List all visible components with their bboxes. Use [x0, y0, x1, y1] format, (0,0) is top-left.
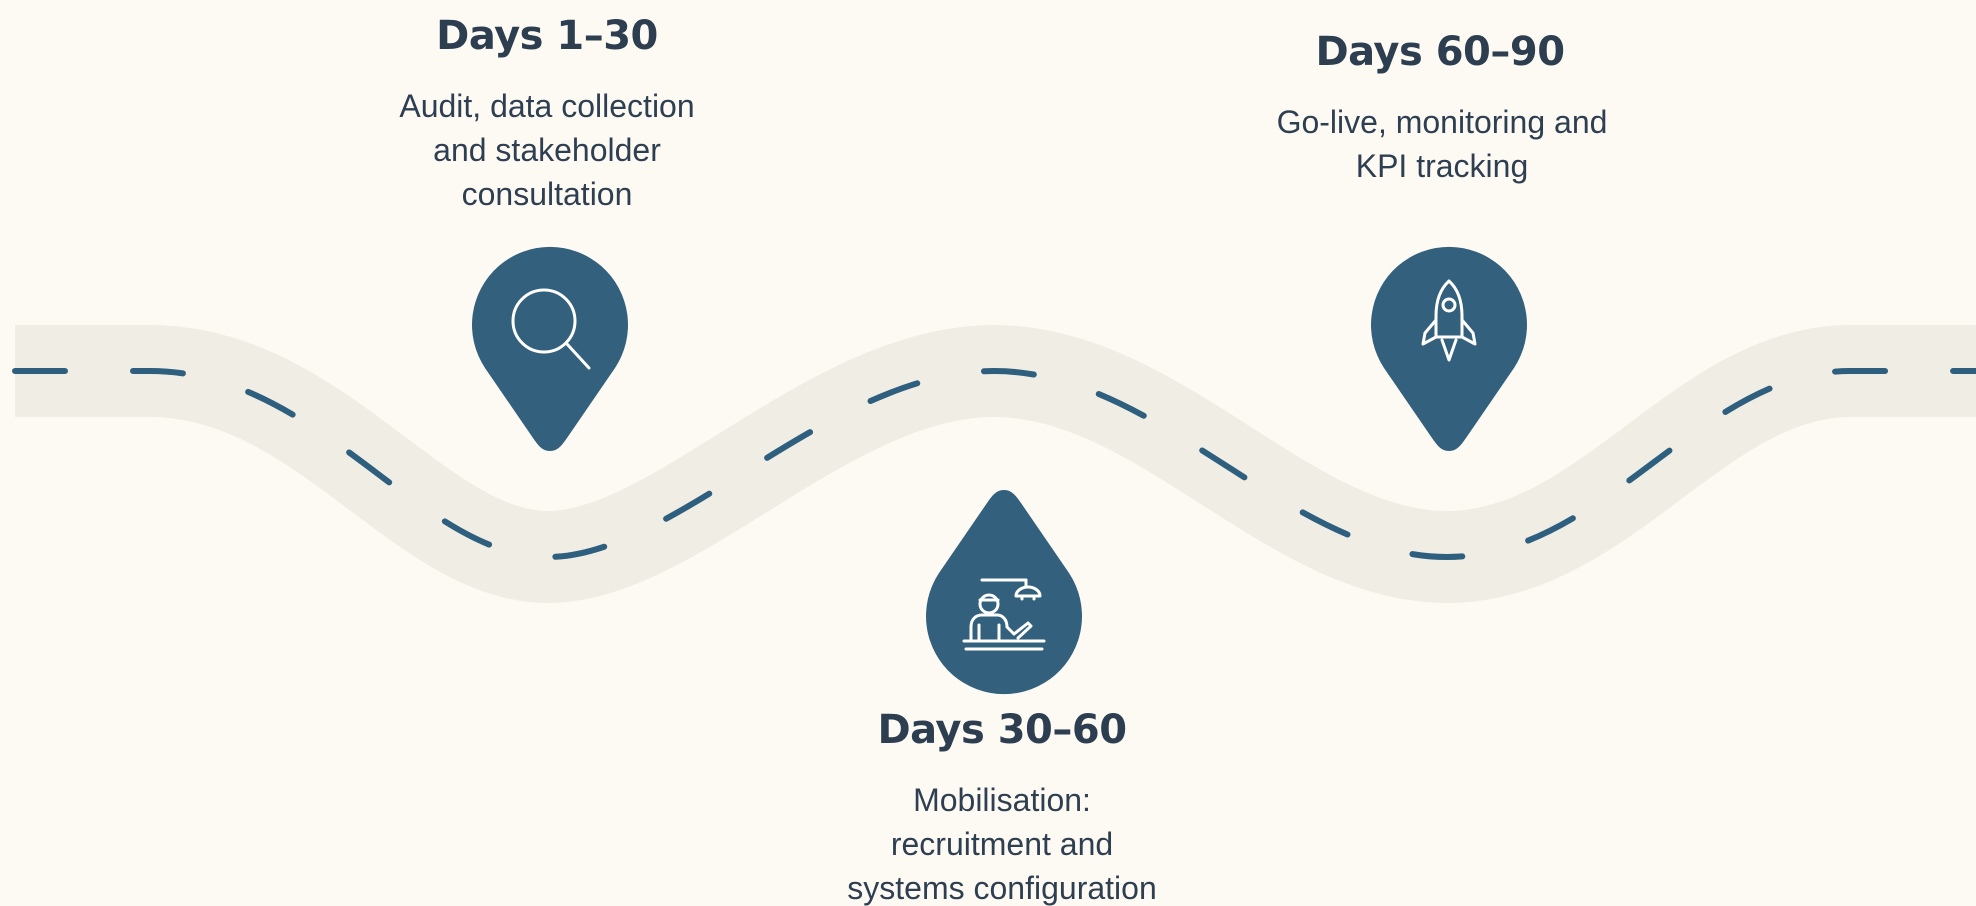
milestone-2-description-line: systems configuration — [847, 870, 1157, 906]
road-center-dashes — [12, 367, 1976, 561]
milestone-1-pin — [470, 240, 630, 452]
milestone-1-description: Audit, data collection and stakeholder c… — [337, 84, 757, 216]
milestone-2-title: Days 30–60 — [877, 707, 1127, 753]
milestone-3-title: Days 60–90 — [1315, 29, 1565, 75]
map-pin-marker — [1371, 246, 1527, 451]
milestone-1-description-line: consultation — [461, 176, 633, 212]
milestone-2-description-line: Mobilisation: — [913, 782, 1091, 818]
milestone-3-description: Go-live, monitoring and KPI tracking — [1232, 100, 1652, 188]
milestone-1-title: Days 1–30 — [436, 13, 658, 59]
person-at-desk-with-lamp-icon — [962, 578, 1046, 651]
milestone-2-pin — [924, 489, 1084, 701]
map-pin-marker — [926, 490, 1082, 695]
milestone-1-description-line: Audit, data collection — [399, 88, 695, 124]
rocket-icon — [1421, 279, 1477, 362]
milestone-3-description-line: KPI tracking — [1355, 148, 1529, 184]
milestone-2-description-line: recruitment and — [890, 826, 1114, 862]
milestone-3-description-line: Go-live, monitoring and — [1276, 104, 1608, 140]
milestone-2-description: Mobilisation: recruitment and systems co… — [792, 778, 1212, 906]
milestone-3-pin — [1369, 240, 1529, 452]
magnifying-glass-icon — [511, 288, 591, 370]
map-pin-marker — [472, 246, 628, 451]
milestone-1-description-line: and stakeholder — [433, 132, 661, 168]
